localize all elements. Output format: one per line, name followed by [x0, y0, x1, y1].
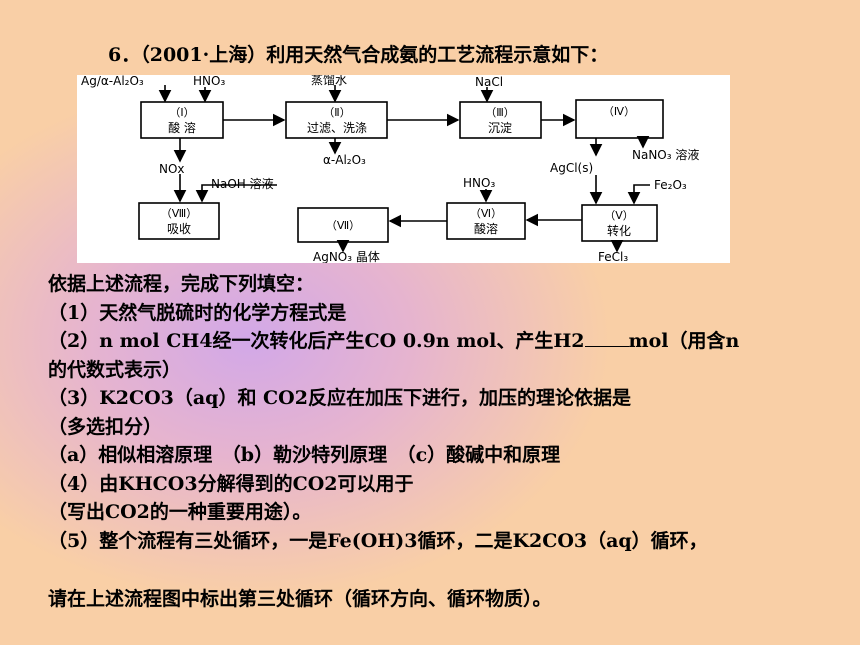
box-4-numeral: （Ⅳ） — [603, 105, 635, 118]
output-agcl: AgCl(s) — [550, 161, 593, 175]
box-8-numeral: （Ⅷ） — [161, 207, 198, 220]
question-2-cont: 的代数式表示） — [48, 358, 182, 381]
box-6-numeral: （Ⅵ） — [470, 207, 502, 220]
output-nano3: NaNO₃ 溶液 — [632, 147, 699, 162]
question-3-options: （a）相似相溶原理 （b）勒沙特列原理 （c）酸碱中和原理 — [48, 444, 561, 466]
box-7-numeral: （Ⅶ） — [326, 219, 360, 232]
box-5-numeral: （Ⅴ） — [604, 209, 634, 222]
output-agno3: AgNO₃ 晶体 — [313, 250, 380, 263]
input-hno3-1: HNO₃ — [193, 75, 225, 88]
question-3-cont: （多选扣分） — [48, 415, 163, 438]
question-2-text-b: mol（用含n — [628, 330, 740, 352]
input-fe2o3: Fe₂O₃ — [654, 178, 687, 192]
box-1-label: 酸 溶 — [168, 120, 196, 135]
box-6-label: 酸溶 — [474, 221, 498, 236]
question-2: （2）n mol CH4经一次转化后产生CO 0.9n mol、产生H2 mol（… — [48, 327, 838, 356]
box-5-label: 转化 — [607, 223, 631, 238]
box-3-label: 沉淀 — [488, 121, 512, 135]
input-hno3-2: HNO₃ — [463, 176, 495, 190]
box-8-label: 吸收 — [167, 222, 191, 236]
question-1: （1）天然气脱硫时的化学方程式是 — [48, 301, 347, 324]
box-1-numeral: （Ⅰ） — [169, 106, 194, 119]
question-4-cont: （写出CO2的一种重要用途）。 — [48, 501, 312, 523]
output-al2o3: α-Al₂O₃ — [323, 153, 366, 167]
box-8 — [138, 202, 220, 240]
input-water: 蒸馏水 — [311, 75, 347, 87]
question-title: 6．（2001·上海）利用天然气合成氨的工艺流程示意如下： — [108, 44, 609, 66]
question-5-cont: 请在上述流程图中标出第三处循环（循环方向、循环物质）。 — [48, 588, 552, 610]
question-4: （4）由KHCO3分解得到的CO2可以用于 — [48, 472, 414, 495]
question-body: 依据上述流程，完成下列填空： （1）天然气脱硫时的化学方程式是 （2）n mol… — [48, 270, 838, 614]
question-2-text-a: （2）n mol CH4经一次转化后产生CO 0.9n mol、产生H2 — [48, 330, 585, 352]
answer-blank[interactable] — [584, 328, 629, 347]
input-ag-al2o3: Ag/α-Al₂O₃ — [81, 75, 144, 88]
box-3-numeral: （Ⅲ） — [485, 106, 515, 119]
input-nacl: NaCl — [475, 75, 503, 89]
input-naoh: NaOH 溶液 — [211, 176, 274, 191]
question-3: （3）K2CO3（aq）和 CO2反应在加压下进行，加压的理论依据是 — [48, 387, 631, 409]
flow-diagram-svg: Ag/α-Al₂O₃ HNO₃ 蒸馏水 NaCl NOx NaOH 溶液 α-A… — [81, 75, 699, 263]
box-2-numeral: （Ⅱ） — [323, 106, 350, 119]
box-4 — [575, 99, 664, 139]
flow-diagram: Ag/α-Al₂O₃ HNO₃ 蒸馏水 NaCl NOx NaOH 溶液 α-A… — [77, 75, 730, 263]
output-fecl3: FeCl₃ — [598, 250, 628, 263]
question-5: （5）整个流程有三处循环，一是Fe(OH)3循环，二是K2CO3（aq）循环， — [48, 529, 708, 552]
box-2-label: 过滤、洗涤 — [307, 121, 367, 135]
intro-line: 依据上述流程，完成下列填空： — [48, 273, 315, 295]
output-nox: NOx — [159, 162, 185, 176]
